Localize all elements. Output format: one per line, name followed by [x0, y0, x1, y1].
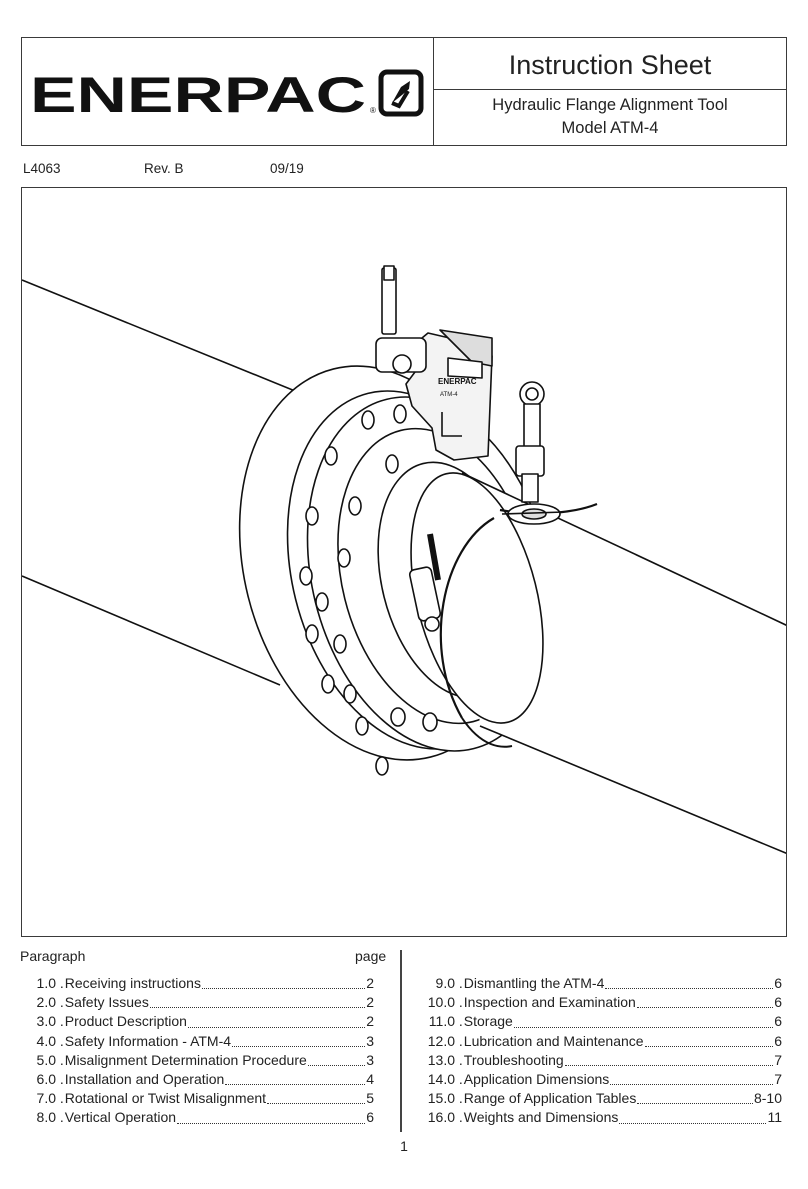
left-pipe — [22, 279, 333, 686]
enerpac-logo: ENERPAC ® — [30, 68, 424, 118]
brand-wordmark: ENERPAC — [30, 68, 366, 118]
header-box: ENERPAC ® Instruction Sheet Hydraulic Fl… — [21, 37, 787, 146]
toc-entry[interactable]: 5.0 .Misalignment Determination Procedur… — [21, 1051, 374, 1070]
header-horizontal-divider — [433, 89, 786, 91]
enerpac-mark-icon — [378, 69, 424, 117]
revision: Rev. B — [144, 161, 184, 176]
toc-entry-page: 6 — [774, 975, 782, 991]
tool-model-label: ATM-4 — [440, 392, 458, 398]
toc-entry-title: Application Dimensions — [463, 1070, 610, 1087]
flange-bolt-holes — [299, 404, 438, 776]
toc-entry-title: Receiving instructions — [64, 975, 201, 991]
toc-entry-page: 7 — [774, 1070, 782, 1087]
product-illustration-frame: ENERPAC ATM-4 — [21, 187, 787, 937]
date: 09/19 — [270, 161, 304, 176]
toc-entry-page: 6 — [774, 994, 782, 1011]
toc-entry-title: Product Description — [64, 1013, 187, 1030]
doc-number: L4063 — [23, 161, 61, 176]
toc-entry-title: Dismantling the ATM-4 — [463, 975, 605, 991]
toc-entry-title: Troubleshooting — [463, 1051, 564, 1068]
toc-entry-page: 5 — [366, 1090, 374, 1107]
toc-paragraph-header: Paragraph — [20, 948, 86, 964]
subtitle-product: Hydraulic Flange Alignment Tool — [492, 96, 728, 114]
toc-entry-title: Vertical Operation — [64, 1109, 177, 1126]
toc-entry-page: 3 — [366, 1032, 374, 1049]
toc-entry-page: 2 — [366, 994, 374, 1011]
document-subtitle: Hydraulic Flange Alignment Tool Model AT… — [434, 92, 786, 148]
product-illustration: ENERPAC ATM-4 — [22, 265, 786, 855]
toc-entry-page: 7 — [774, 1051, 782, 1068]
toc-entry-title: Lubrication and Maintenance — [463, 1032, 644, 1049]
toc-entry-page: 8-10 — [753, 1090, 782, 1107]
toc-entry-title: Inspection and Examination — [463, 994, 636, 1011]
toc-entry-page: 2 — [366, 1013, 374, 1030]
toc-entry-title: Weights and Dimensions — [463, 1109, 619, 1126]
toc-entry-title: Range of Application Tables — [463, 1090, 637, 1107]
toc-entry-title: Installation and Operation — [64, 1070, 225, 1087]
subtitle-model: Model ATM-4 — [561, 119, 659, 137]
toc-entry-title: Safety Issues — [64, 994, 149, 1011]
toc-column-divider — [400, 950, 402, 1132]
toc-entry-title: Misalignment Determination Procedure — [64, 1051, 307, 1068]
toc-entry-page: 6 — [774, 1013, 782, 1030]
toc-entry-title: Safety Information - ATM-4 — [64, 1032, 232, 1049]
header-vertical-divider — [433, 38, 435, 145]
toc-entry-page: 3 — [366, 1051, 374, 1068]
toc-page-header: page — [355, 948, 387, 964]
atm-4-tool: ENERPAC ATM-4 — [375, 265, 565, 525]
toc-entry-page: 6 — [774, 1032, 782, 1049]
right-pipe — [410, 472, 786, 855]
toc-entry-title: Rotational or Twist Misalignment — [64, 1090, 267, 1107]
toc-entry-page: 2 — [366, 975, 374, 991]
svg-text:®: ® — [370, 106, 376, 115]
clamp-strap — [408, 502, 598, 748]
toc-entry-page: 4 — [366, 1070, 374, 1087]
document-title: Instruction Sheet — [508, 50, 712, 80]
toc-entry-title: Storage — [463, 1013, 513, 1030]
toc-entry-page: 11 — [767, 1109, 782, 1126]
tool-brand-label: ENERPAC — [438, 377, 477, 386]
toc-entry-page: 6 — [366, 1109, 374, 1126]
page-number: 1 — [400, 1138, 408, 1154]
